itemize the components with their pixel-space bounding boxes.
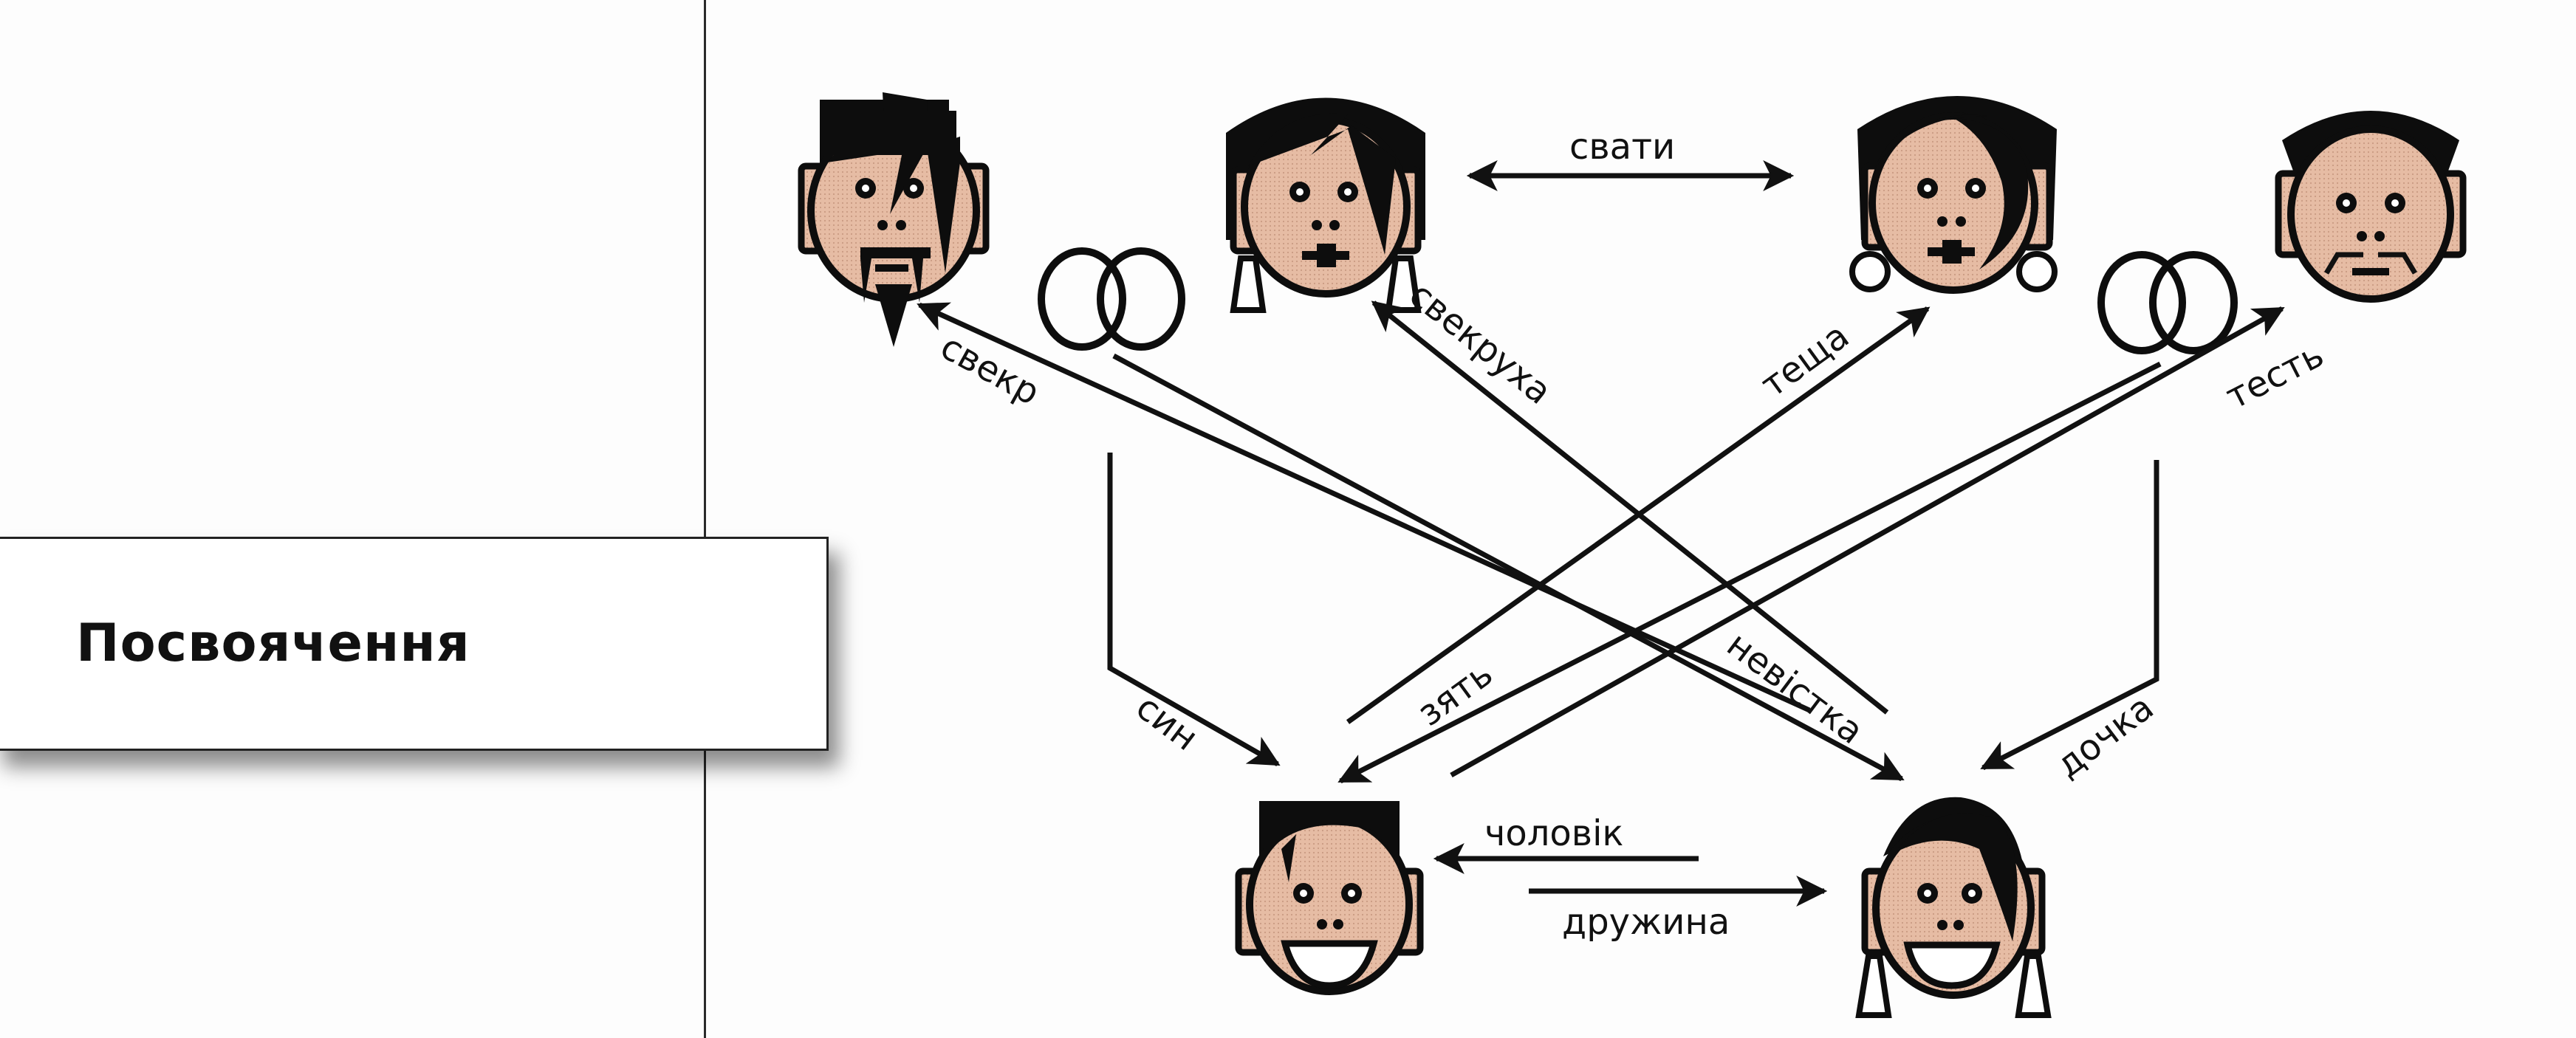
wedding-rings-icon [1038, 247, 1185, 351]
dochka-arrow [1980, 460, 2159, 771]
label-svaty: свати [1569, 126, 1675, 168]
wedding-rings-icon [2097, 251, 2238, 354]
rings-line-2 [1337, 361, 2162, 784]
man-mustache-icon [2275, 111, 2467, 303]
label-syn: син [1128, 687, 1206, 759]
woman-triangle-earrings-icon [1226, 97, 1425, 313]
syn-arrow [1107, 453, 1281, 767]
woman-hoop-earrings-icon [1849, 96, 2058, 294]
page-margin-rule [704, 0, 706, 1038]
label-nevistka: невістка [1719, 624, 1871, 752]
section-title-box: Посвоячення [0, 537, 829, 751]
label-test: тесть [2219, 334, 2330, 418]
svekr-arrow [917, 302, 1811, 713]
label-druzhyna: дружина [1562, 901, 1730, 943]
section-title: Посвоячення [76, 613, 470, 673]
label-teshcha: теща [1753, 315, 1857, 406]
label-cholovik: чоловік [1484, 813, 1623, 854]
label-dochka: дочка [2049, 687, 2162, 786]
rings-line-1 [1112, 353, 1905, 782]
svekrukha-arrow [1371, 300, 1889, 715]
man-goatee-icon [798, 92, 990, 347]
teshcha-arrow [1346, 306, 1931, 724]
smiling-woman-icon [1855, 797, 2052, 1018]
smiling-man-icon [1235, 801, 1424, 995]
test-arrow [1450, 306, 2285, 778]
